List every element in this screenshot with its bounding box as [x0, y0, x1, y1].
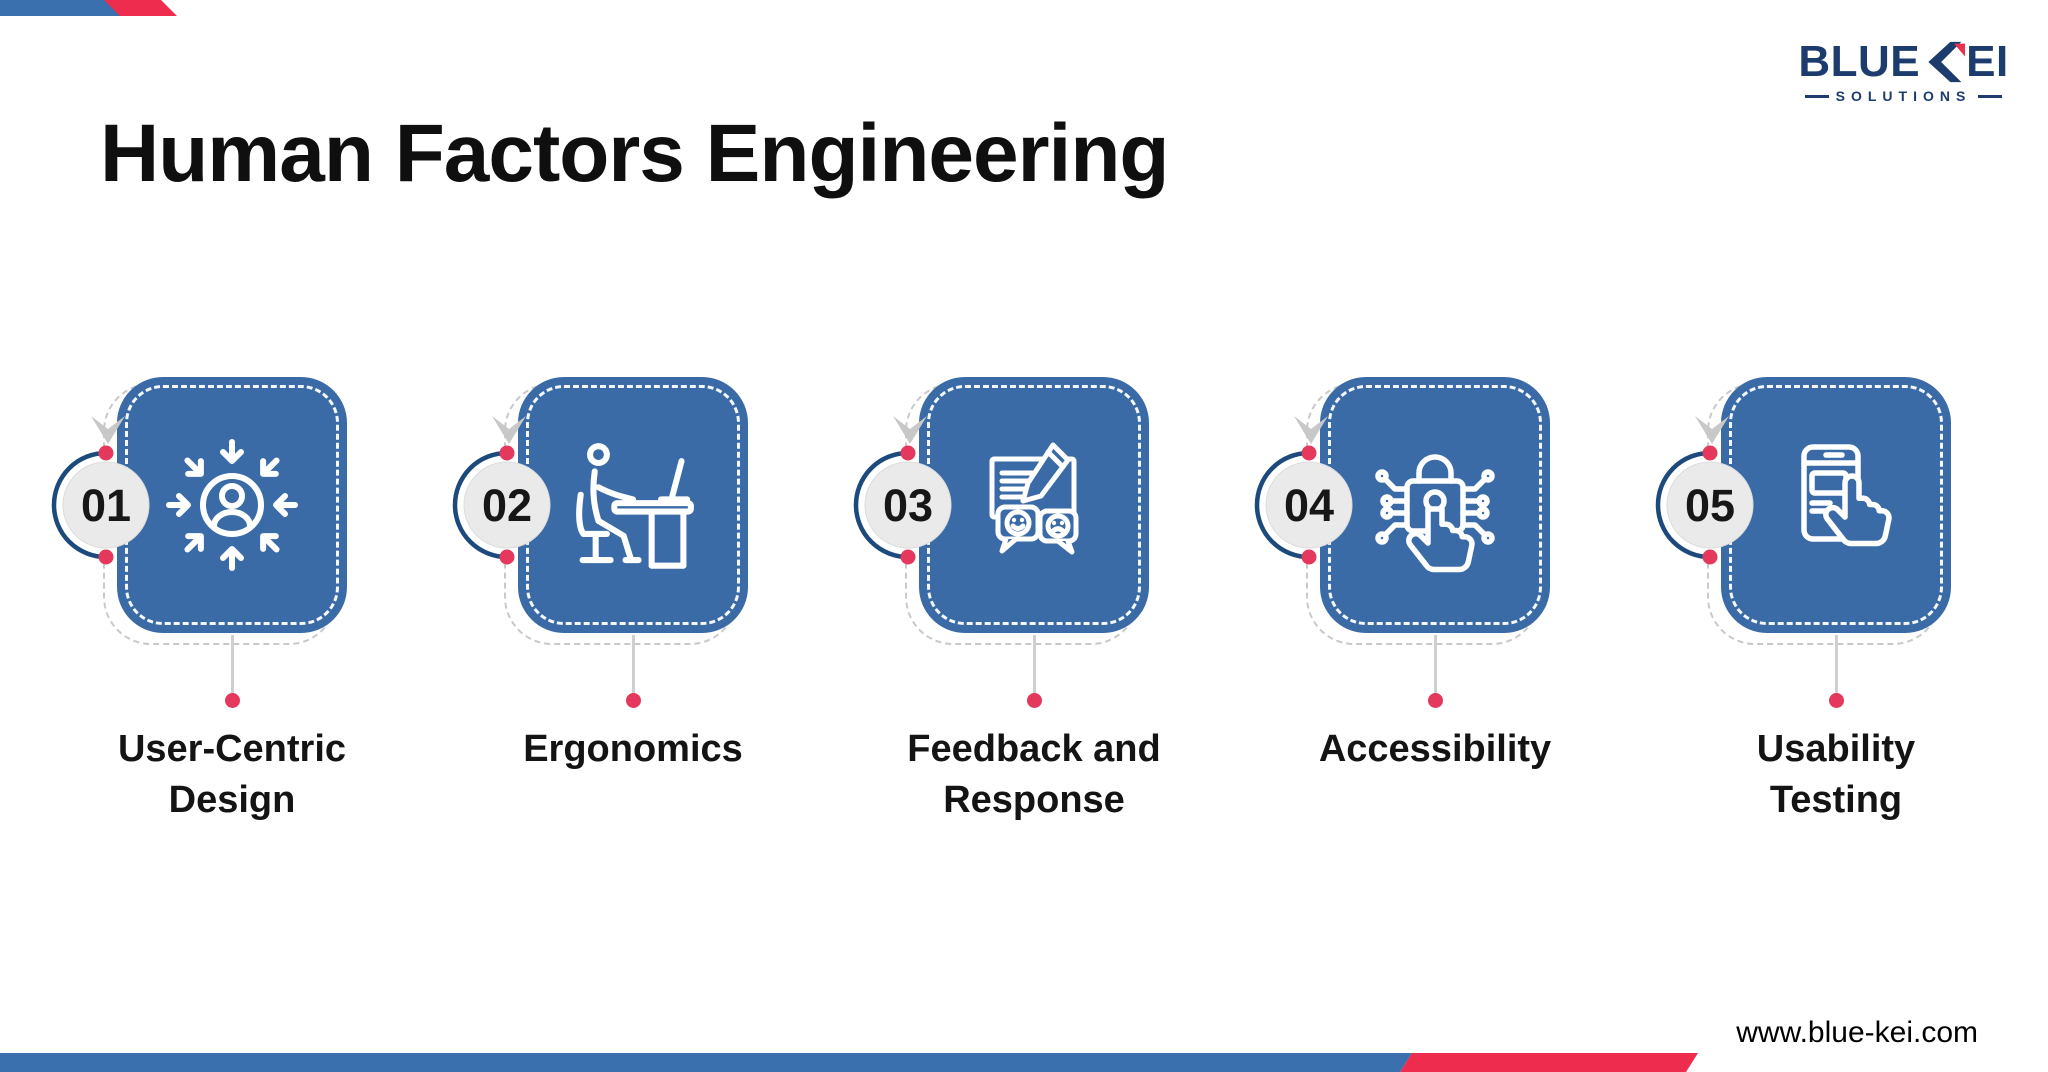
page-title: Human Factors Engineering: [100, 107, 1170, 199]
logo-k-chevron-icon: [1928, 41, 1966, 83]
website-url: www.blue-kei.com: [1736, 1016, 1978, 1049]
connector-dot: [1428, 693, 1443, 708]
top-bar-blue: [0, 0, 124, 16]
step-number: 04: [1284, 480, 1334, 531]
step-label: Feedback and Response: [907, 728, 1161, 822]
tagline-dash-left: [1804, 94, 1829, 98]
step-column-3: 03 Feedback and Response: [834, 360, 1234, 860]
step-column-5: 05 Usability Testing: [1636, 360, 2036, 860]
connector-line: [632, 635, 635, 695]
step-number-badge: 01: [51, 416, 150, 565]
feedback-response-icon: [989, 442, 1079, 555]
step-card-3: [919, 377, 1149, 633]
step-column-1: 01 User-Centric Design: [32, 360, 432, 860]
step-number-badge: 02: [452, 416, 551, 565]
connector-dot: [1027, 693, 1042, 708]
step-number: 01: [81, 480, 131, 531]
step-number: 02: [482, 480, 532, 531]
bottom-bar-red: [1400, 1053, 1698, 1072]
logo-wordmark: BLUE EI: [1796, 40, 2011, 84]
down-arrow-icon: [893, 416, 927, 444]
down-arrow-icon: [492, 416, 526, 444]
step-label: User-Centric Design: [117, 728, 347, 822]
logo-text-blue: BLUE: [1798, 37, 1921, 86]
top-bar-red: [104, 0, 177, 16]
connector-line: [1434, 635, 1437, 695]
tagline-text: SOLUTIONS: [1835, 88, 1972, 104]
logo-tagline: SOLUTIONS: [1796, 88, 2011, 104]
step-number-badge: 03: [853, 416, 952, 565]
connector-line: [1835, 635, 1838, 695]
ergonomics-icon: [576, 443, 694, 569]
down-arrow-icon: [1695, 416, 1729, 444]
down-arrow-icon: [1294, 416, 1328, 444]
down-arrow-icon: [91, 416, 125, 444]
user-centric-design-icon: [162, 435, 302, 575]
bottom-bar-blue: [0, 1053, 1412, 1072]
connector-line: [1033, 635, 1036, 695]
step-number: 05: [1685, 480, 1735, 531]
step-label: Usability Testing: [1756, 728, 1916, 822]
connector-dot: [626, 693, 641, 708]
step-number-badge: 04: [1254, 416, 1353, 565]
top-decor-bar: [0, 0, 177, 16]
step-number-badge: 05: [1655, 416, 1754, 565]
step-column-2: 02 Ergonomics: [433, 360, 833, 860]
step-card-1: [117, 377, 347, 633]
step-card-2: [518, 377, 748, 633]
connector-line: [231, 635, 234, 695]
step-label: Ergonomics: [523, 728, 743, 770]
step-column-4: 04 Accessibility: [1235, 360, 1635, 860]
step-card-4: [1320, 377, 1550, 633]
tagline-dash-right: [1978, 94, 2003, 98]
connector-dot: [225, 693, 240, 708]
step-number: 03: [883, 480, 933, 531]
logo-text-ei: EI: [1966, 37, 2009, 86]
steps-row: 01 User-Centric Design: [32, 360, 2042, 860]
usability-testing-icon: [1801, 444, 1892, 547]
step-card-5: [1721, 377, 1951, 633]
bluekei-logo: BLUE EI SOLUTIONS: [1796, 40, 2011, 105]
connector-dot: [1829, 693, 1844, 708]
bottom-decor-bar: [0, 1053, 1698, 1072]
accessibility-icon: [1375, 454, 1495, 573]
step-label: Accessibility: [1318, 728, 1552, 770]
